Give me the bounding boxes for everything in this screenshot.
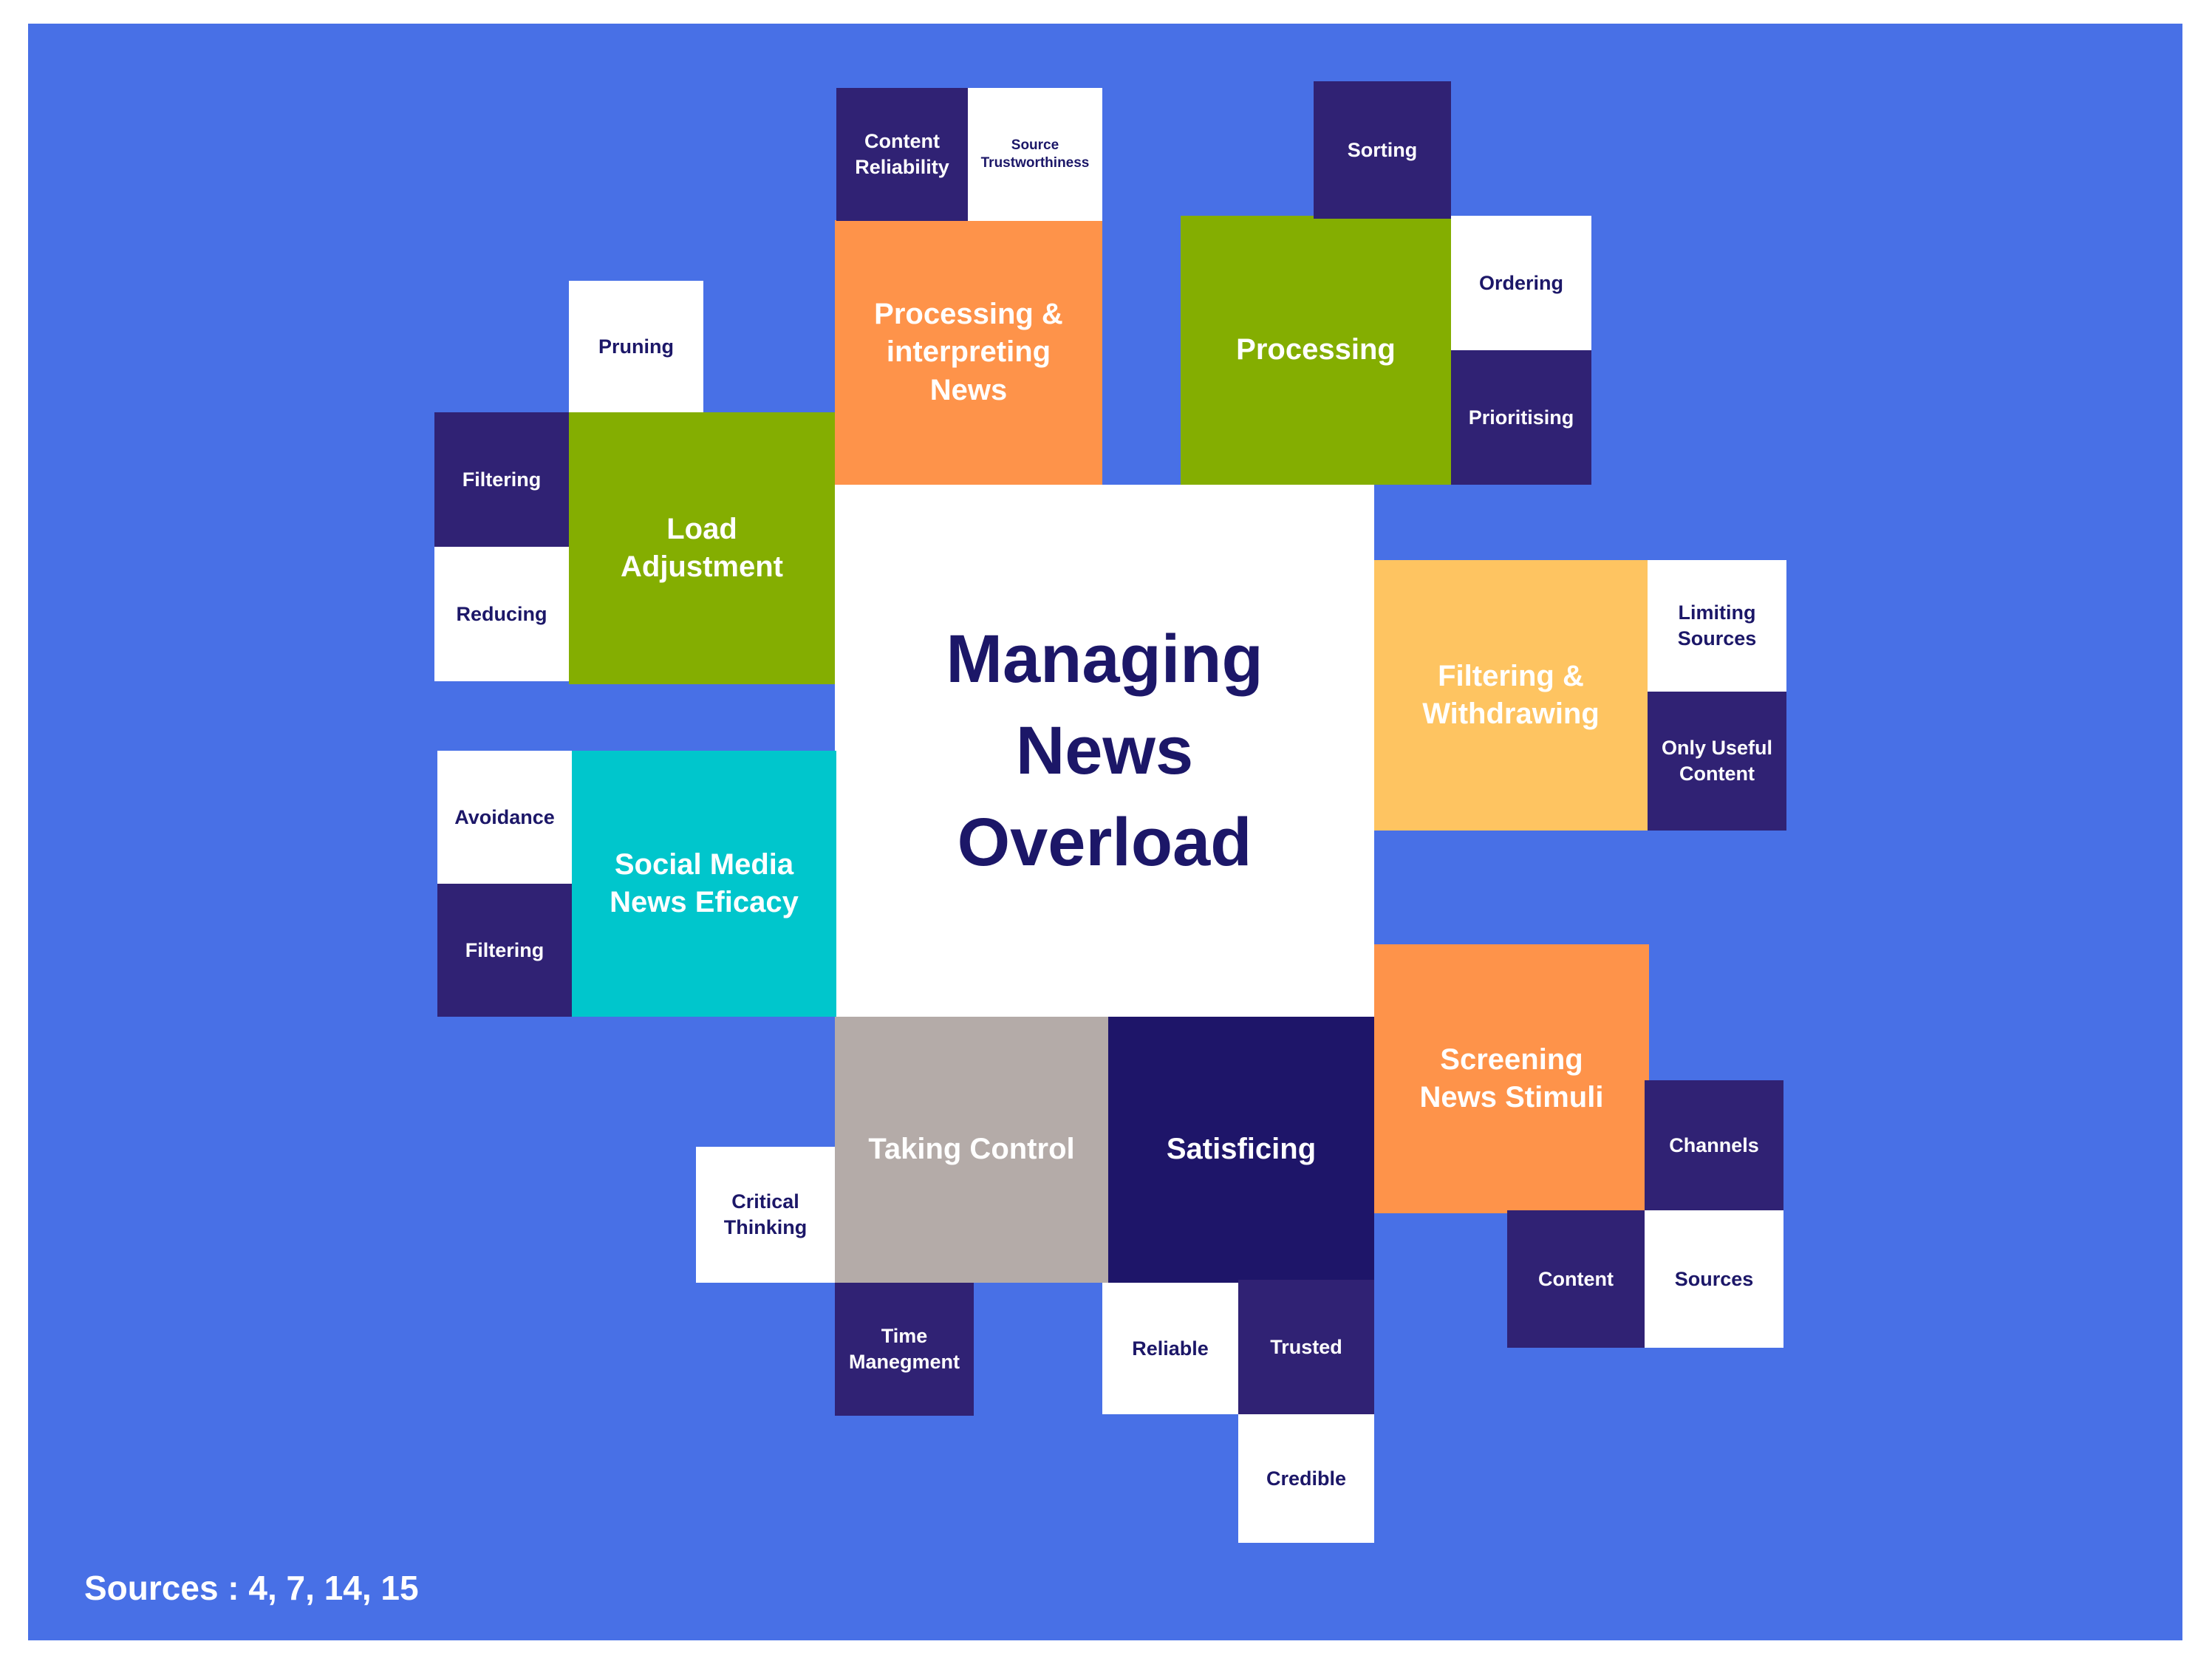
- category-social-media-news-eficacy: Social Media News Eficacy: [572, 751, 836, 1017]
- subitem-pruning: Pruning: [569, 281, 703, 412]
- subitem-trusted: Trusted: [1238, 1280, 1374, 1414]
- category-load-adjustment: Load Adjustment: [569, 412, 835, 684]
- subitem-limiting-sources: Limiting Sources: [1648, 560, 1786, 692]
- subitem-avoidance: Avoidance: [437, 751, 572, 884]
- subitem-ordering: Ordering: [1451, 216, 1591, 350]
- center-title: Managing News Overload: [835, 485, 1374, 1017]
- category-satisficing: Satisficing: [1108, 1017, 1374, 1283]
- subitem-reliable: Reliable: [1102, 1283, 1238, 1414]
- subitem-content-reliability: Content Reliability: [836, 88, 968, 221]
- subitem-sources-screening: Sources: [1645, 1210, 1783, 1348]
- subitem-prioritising: Prioritising: [1451, 350, 1591, 485]
- subitem-channels: Channels: [1645, 1080, 1783, 1210]
- subitem-filtering-load: Filtering: [434, 412, 569, 547]
- sources-footnote: Sources : 4, 7, 14, 15: [84, 1569, 419, 1607]
- subitem-credible: Credible: [1238, 1414, 1374, 1543]
- subitem-only-useful-content: Only Useful Content: [1648, 692, 1786, 831]
- category-screening-news-stimuli: Screening News Stimuli: [1374, 944, 1649, 1213]
- subitem-critical-thinking: Critical Thinking: [696, 1147, 835, 1283]
- category-processing-interpreting-news: Processing & interpreting News: [835, 220, 1102, 485]
- subitem-content-screening: Content: [1507, 1210, 1645, 1348]
- subitem-sorting: Sorting: [1314, 81, 1451, 219]
- category-filtering-withdrawing: Filtering & Withdrawing: [1374, 560, 1648, 831]
- category-taking-control: Taking Control: [835, 1017, 1108, 1283]
- subitem-time-management: Time Manegment: [835, 1283, 974, 1416]
- subitem-source-trustworthiness: Source Trustworthiness: [968, 88, 1102, 221]
- subitem-reducing: Reducing: [434, 547, 569, 681]
- subitem-filtering-social: Filtering: [437, 884, 572, 1017]
- category-processing: Processing: [1181, 216, 1451, 485]
